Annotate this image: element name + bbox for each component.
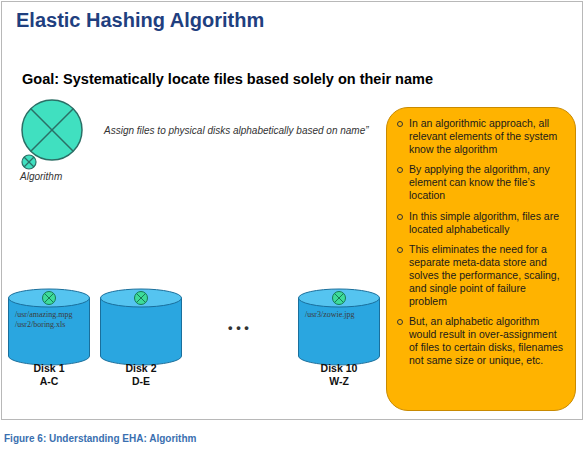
algorithm-label: Algorithm — [20, 171, 62, 182]
disk-shape — [298, 288, 380, 368]
cylinder-body — [9, 298, 90, 365]
disk-name: Disk 1 — [8, 362, 90, 375]
algorithm-symbol — [22, 100, 82, 160]
bullet-text: This eliminates the need for a separate … — [409, 243, 565, 307]
disk-cylinder: Disk 2D-E — [100, 288, 182, 388]
disk-shape — [100, 288, 182, 368]
file-path: /usr3/zowie.jpg — [305, 310, 374, 320]
cylinder-body — [299, 298, 380, 365]
caption: Figure 6: Understanding EHA: Algorithm — [4, 433, 196, 444]
algorithm-small-symbol — [22, 155, 36, 169]
disk-cylinder: /usr3/zowie.jpgDisk 10W-Z — [298, 288, 380, 388]
file-path: /usr/amazing.mpg — [15, 310, 84, 320]
algorithm-mark — [43, 292, 56, 305]
disk-name: Disk 10 — [298, 362, 380, 375]
cylinder-top — [101, 289, 182, 307]
bullet-text: But, an alphabetic algorithm would resul… — [409, 315, 565, 366]
disk-range: W-Z — [298, 375, 380, 388]
disk-body: /usr/amazing.mpg/usr2/boring.xls — [8, 288, 90, 362]
assign-note: Assign files to physical disks alphabeti… — [104, 125, 369, 136]
disk-name: Disk 2 — [100, 362, 182, 375]
info-panel: In an algorithmic approach, all relevant… — [386, 107, 576, 411]
algorithm-mark — [333, 292, 346, 305]
algorithm-mark — [135, 292, 148, 305]
bullet-text: In an algorithmic approach, all relevant… — [409, 117, 565, 155]
disk-body: /usr3/zowie.jpg — [298, 288, 380, 362]
disk-cylinder: /usr/amazing.mpg/usr2/boring.xlsDisk 1A-… — [8, 288, 90, 388]
disk-body — [100, 288, 182, 362]
cylinder-top — [9, 289, 90, 307]
title: Elastic Hashing Algorithm — [16, 9, 264, 32]
disk-range: A-C — [8, 375, 90, 388]
cylinder-top — [299, 289, 380, 307]
frame — [2, 2, 583, 420]
disk-range: D-E — [100, 375, 182, 388]
cylinder-body — [101, 298, 182, 365]
goal-heading: Goal: Systematically locate files based … — [22, 71, 433, 87]
file-path: /usr2/boring.xls — [15, 320, 84, 330]
bullet-text: In this simple algorithm, files are loca… — [409, 210, 565, 236]
bullet-text: By applying the algorithm, any element c… — [409, 163, 565, 201]
ellipsis: • • • — [228, 320, 249, 335]
